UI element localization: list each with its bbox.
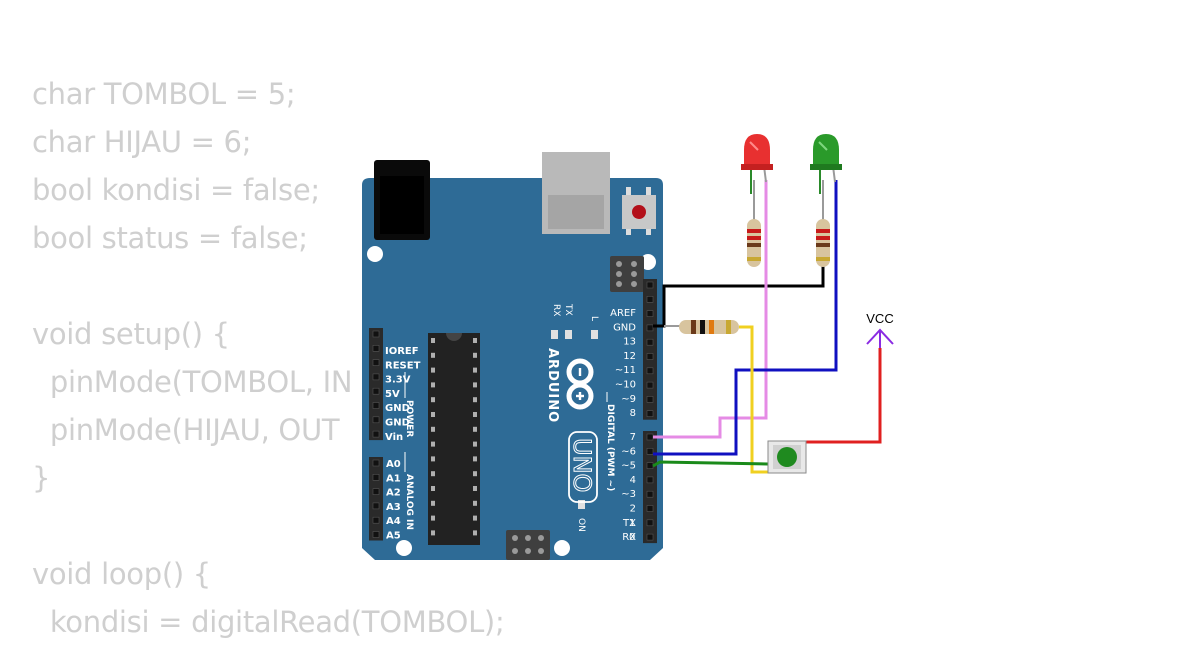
tx-led	[565, 330, 572, 339]
digital-pin-label: ~10	[615, 380, 636, 391]
analog-pin-label: A1	[386, 473, 401, 484]
wire-pin5-yellow	[739, 325, 768, 474]
digital-title: DIGITAL (PWM ~)	[605, 404, 615, 491]
rx-led	[551, 330, 558, 339]
analog-pin-label: A0	[386, 459, 401, 470]
power-pin-label: 5V	[385, 389, 400, 400]
code-line: pinMode(HIJAU, OUT	[32, 413, 340, 447]
digital-pin-label: ~11	[615, 365, 636, 376]
rx-label: RX	[551, 304, 561, 316]
code-line: void loop() {	[32, 557, 211, 591]
arduino-logo	[566, 358, 594, 410]
icsp-header-bottom	[506, 530, 550, 560]
digital-pin-label: 7	[630, 432, 636, 443]
power-pin-labels: IOREF RESET 3.3V 5V GND GND Vin	[385, 346, 421, 443]
wire-pin7-pink	[653, 180, 768, 439]
mounting-hole	[367, 246, 383, 262]
digital-pin-label: TX	[622, 518, 636, 529]
code-line: char HIJAU = 6;	[32, 125, 252, 159]
code-line: }	[32, 461, 51, 495]
tx-label: TX	[563, 303, 573, 316]
analog-pin-label: A5	[386, 531, 401, 542]
digital-pin-label: ~5	[621, 461, 636, 472]
code-line: char TOMBOL = 5;	[32, 77, 296, 111]
digital-pin-label: ~9	[621, 394, 636, 405]
code-line: void setup() {	[32, 317, 230, 351]
icsp-header-top	[610, 256, 644, 292]
wire-vcc-red	[806, 348, 882, 444]
circuit-diagram: RX TX L ON ARDUINO UNO IOREF RESET 3.3V 5V G…	[362, 134, 894, 560]
l-label: L	[589, 316, 599, 321]
power-pin-label: IOREF	[385, 346, 419, 357]
analog-pin-label: A2	[386, 488, 401, 499]
digital-pin-label: 4	[630, 475, 636, 486]
wire-pin5-green	[652, 460, 769, 468]
digital-pin-label: ~6	[621, 446, 636, 457]
push-button[interactable]	[767, 440, 807, 474]
brand-label: ARDUINO	[545, 348, 560, 423]
code-line: pinMode(TOMBOL, IN	[32, 365, 353, 399]
resistor-green-led[interactable]	[816, 219, 830, 267]
l-led	[591, 330, 598, 339]
power-title: POWER	[404, 400, 414, 437]
power-pin-label: Vin	[385, 432, 403, 443]
vcc-label: VCC	[866, 311, 893, 326]
digital-pin-label: AREF	[610, 308, 636, 319]
power-pin-label: RESET	[385, 360, 421, 371]
power-pin-label: 3.3V	[385, 375, 411, 386]
digital-header-top[interactable]	[643, 279, 657, 420]
code-line: bool kondisi = false;	[32, 173, 320, 207]
wires	[652, 180, 882, 474]
digital-pin-label: 2	[630, 504, 636, 515]
power-pin-label: GND	[385, 403, 410, 414]
atmega-chip	[428, 333, 480, 545]
digital-pin-number: 1	[629, 518, 635, 529]
power-pin-label: GND	[385, 418, 410, 429]
digital-pin-label: 13	[623, 337, 636, 348]
resistor-pulldown[interactable]	[679, 320, 739, 334]
analog-header[interactable]	[369, 457, 383, 541]
code-line: bool status = false;	[32, 221, 308, 255]
digital-pin-label: GND	[613, 322, 636, 333]
digital-header-bottom[interactable]	[643, 431, 657, 544]
digital-pin-number: 0	[629, 532, 635, 543]
led-red[interactable]	[741, 134, 773, 194]
on-label: ON	[576, 518, 586, 532]
digital-pin-label: 12	[623, 351, 636, 362]
code-listing: char TOMBOL = 5; char HIJAU = 6; bool kond…	[32, 70, 505, 646]
wire-pin6-blue	[653, 180, 838, 456]
digital-pin-label: RX	[622, 532, 636, 543]
wire-gnd-black	[653, 266, 825, 328]
on-led	[578, 500, 585, 509]
mounting-hole	[554, 540, 570, 556]
power-header[interactable]	[369, 328, 383, 441]
digital-pin-label: 8	[630, 408, 636, 419]
digital-pin-label: ~3	[621, 489, 636, 500]
model-label: UNO	[568, 438, 596, 492]
arduino-uno-board[interactable]: RX TX L ON ARDUINO UNO IOREF RESET 3.3V 5V G…	[362, 152, 663, 560]
mounting-hole	[396, 540, 412, 556]
analog-pin-label: A4	[386, 516, 401, 527]
vcc-symbol: VCC	[866, 311, 894, 348]
resistor-red-led[interactable]	[747, 219, 761, 267]
led-green[interactable]	[810, 134, 842, 194]
analog-title: ANALOG IN	[404, 474, 414, 530]
analog-pin-label: A3	[386, 502, 401, 513]
